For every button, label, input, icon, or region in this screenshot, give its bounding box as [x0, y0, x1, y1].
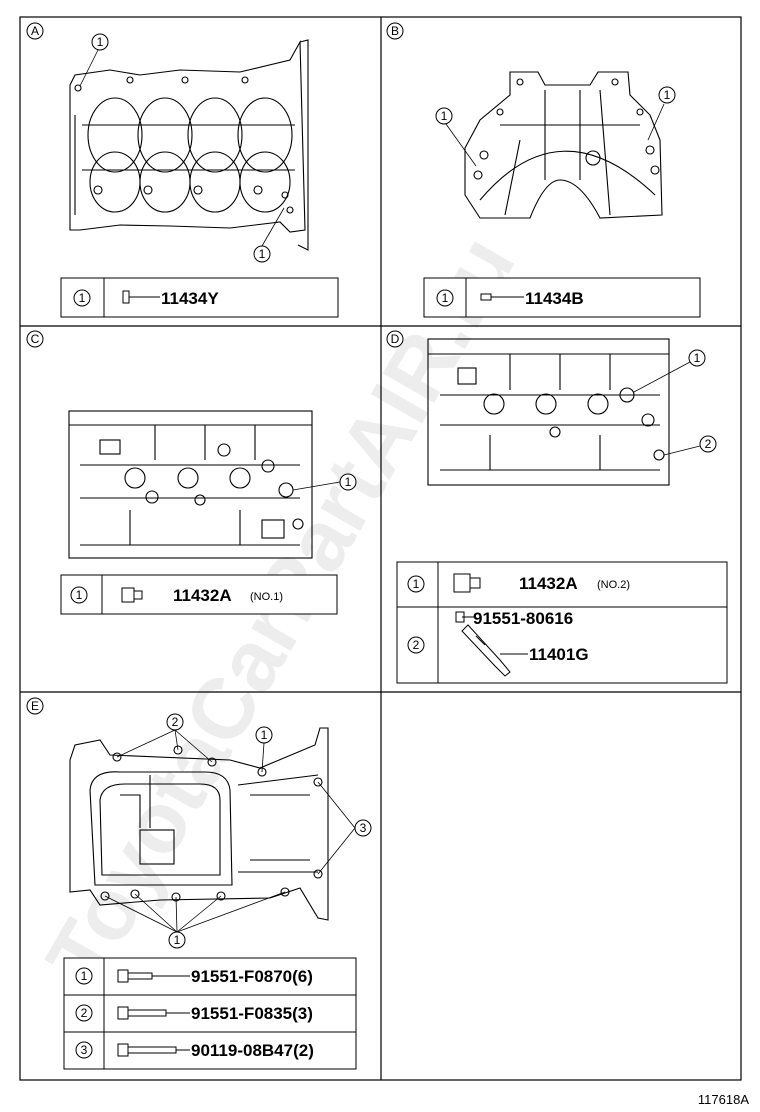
row-index: 3: [81, 1043, 88, 1057]
leader-lines: [292, 481, 341, 491]
panel-letter: B: [391, 24, 399, 38]
leader-lines: [445, 103, 665, 167]
leader-lines: [633, 361, 701, 456]
panel-d: D 1 2 1 11: [386, 330, 728, 684]
bolt-icon: [117, 1043, 190, 1057]
callout-1: 1: [97, 35, 104, 49]
bolt-icon: [117, 1006, 190, 1020]
part-number: 11432A: [519, 574, 578, 593]
panel-letter: E: [31, 699, 39, 713]
callout-2: 2: [172, 715, 179, 729]
panel-grid: [19, 16, 742, 1081]
panel-a: A 1 1: [26, 22, 339, 318]
part-number: 90119-08B47(2): [191, 1041, 314, 1060]
bolt-icon: [117, 969, 190, 983]
leader-lines: [79, 49, 285, 247]
part-number: 11434B: [525, 289, 584, 308]
callout-1: 1: [694, 351, 701, 365]
leader-lines: [104, 729, 356, 933]
callout-1: 1: [174, 933, 181, 947]
callout-2: 2: [705, 437, 712, 451]
part-number: 91551-F0870(6): [191, 967, 313, 986]
pin-icon: [480, 293, 524, 301]
callout-1: 1: [664, 88, 671, 102]
row-index: 1: [81, 969, 88, 983]
part-number: 11434Y: [161, 289, 219, 308]
panel-letter: A: [31, 24, 39, 38]
panel-letter: D: [391, 332, 400, 346]
callout-1: 1: [259, 247, 266, 261]
part-note: (NO.1): [250, 591, 283, 603]
row-index: 1: [76, 588, 83, 602]
pin-icon: [122, 290, 160, 304]
oil-pan-drawing: [69, 727, 329, 921]
callout-1: 1: [261, 728, 268, 742]
callout-1: 1: [345, 475, 352, 489]
part-number: 91551-80616: [473, 609, 573, 628]
panel-c: C 1 1 11432A (NO.1): [26, 330, 357, 615]
part-number: 91551-F0835(3): [191, 1004, 313, 1023]
row-index: 1: [79, 291, 86, 305]
row-index: 2: [413, 638, 420, 652]
part-number: 11432A: [173, 586, 232, 605]
engine-block-front-drawing: [69, 39, 309, 251]
plug-icon: [121, 587, 143, 603]
part-number-2: 11401G: [529, 645, 589, 664]
engine-block-side-drawing: [427, 338, 670, 486]
row-index: 1: [442, 291, 449, 305]
row-index: 1: [413, 577, 420, 591]
callout-3: 3: [360, 821, 367, 835]
panel-letter: C: [31, 332, 40, 346]
part-note: (NO.2): [597, 579, 630, 591]
engine-block-rear-drawing: [464, 71, 663, 219]
callout-1: 1: [441, 109, 448, 123]
panel-e: E: [26, 697, 372, 1070]
figure-id: 117618A: [698, 1092, 749, 1107]
drain-cock-icon: [455, 611, 528, 677]
engine-block-side-drawing: [68, 410, 313, 559]
panel-b: B 1 1 1 11434B: [386, 22, 701, 318]
plug-icon: [453, 573, 481, 593]
row-index: 2: [81, 1006, 88, 1020]
